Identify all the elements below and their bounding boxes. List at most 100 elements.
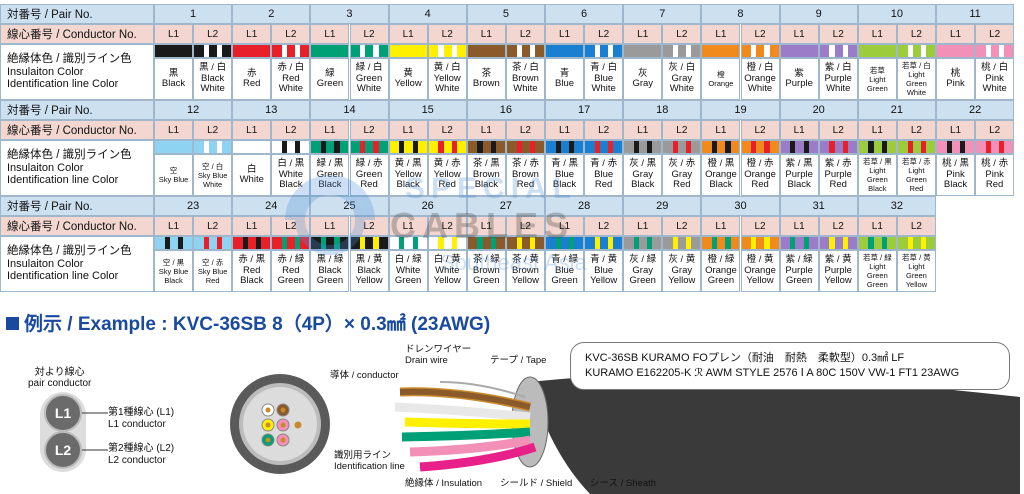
color-swatch xyxy=(857,236,897,250)
pair-number-cell: 13 xyxy=(232,100,311,120)
color-name-label: 赤 / 緑 Red Green xyxy=(271,250,311,292)
color-swatch xyxy=(349,140,389,154)
color-swatch xyxy=(271,140,311,154)
color-name-label: 灰 / 緑 Gray Green xyxy=(623,250,663,292)
pair-number-cell: 19 xyxy=(701,100,780,120)
color-name-label: 橙 Orange xyxy=(701,58,741,100)
l2-note-ja: 第2種線心 (L2) xyxy=(108,443,175,454)
color-name-label: 緑 / 白 Green White xyxy=(349,58,389,100)
conductor-l1-cell: L1 xyxy=(623,120,663,140)
color-swatch xyxy=(584,140,624,154)
color-name-label: 桃 / 赤 Pink Red xyxy=(975,154,1015,196)
idline-callout-en: Identification line xyxy=(334,461,405,472)
color-swatch xyxy=(896,236,936,250)
insulation-color-label-line3: Identification line Color xyxy=(7,270,119,283)
cable-side-view xyxy=(394,374,1020,494)
color-name-label: 赤 / 白 Red White xyxy=(271,58,311,100)
pair-number-cell: 31 xyxy=(779,196,858,216)
pair-no-label: 対番号 / Pair No. xyxy=(0,196,154,216)
conductor-l2-cell: L2 xyxy=(662,120,702,140)
color-name-label: 若草 Light Green xyxy=(857,58,897,100)
color-swatch xyxy=(466,140,506,154)
l1-note-ja: 第1種線心 (L1) xyxy=(108,407,175,418)
color-swatch xyxy=(310,44,350,58)
color-name-label: 紫 / 赤 Purple Red xyxy=(818,154,858,196)
conductor-l2-cell: L2 xyxy=(427,216,467,236)
color-name-label: 赤 / 黒 Red Black xyxy=(232,250,272,292)
pair-number-cell: 15 xyxy=(388,100,467,120)
color-name-label: 茶 Brown xyxy=(466,58,506,100)
color-name-label: 緑 Green xyxy=(310,58,350,100)
conductor-l2-cell: L2 xyxy=(896,24,936,44)
color-swatch xyxy=(740,44,780,58)
color-name-label: 灰 Gray xyxy=(623,58,663,100)
color-swatch xyxy=(701,140,741,154)
color-swatch xyxy=(857,140,897,154)
spec-line-1: KVC-36SB KURAMO FOプレン（耐油 耐熱 柔軟型）0.3㎟ LF xyxy=(585,352,905,364)
color-name-label: 橙 / 白 Orange White xyxy=(740,58,780,100)
conductor-l1-cell: L1 xyxy=(388,216,428,236)
conductor-l2-cell: L2 xyxy=(193,216,233,236)
color-swatch xyxy=(701,44,741,58)
conductor-l2-cell: L2 xyxy=(349,120,389,140)
color-swatch xyxy=(427,236,467,250)
conductor-l1-cell: L1 xyxy=(154,120,194,140)
conductor-l1-cell: L1 xyxy=(545,24,585,44)
color-swatch xyxy=(193,236,233,250)
color-name-label: 桃 Pink xyxy=(936,58,976,100)
pair-number-cell: 5 xyxy=(466,4,545,24)
insulation-color-label-line2: Insulaiton Color xyxy=(7,161,84,174)
conductor-l1-cell: L1 xyxy=(232,24,272,44)
conductor-l1-cell: L1 xyxy=(154,24,194,44)
conductor-l2-cell: L2 xyxy=(584,216,624,236)
pair-number-cell: 23 xyxy=(154,196,233,216)
insulation-color-label-line3: Identification line Color xyxy=(7,78,119,91)
color-name-label: 紫 / 白 Purple White xyxy=(818,58,858,100)
l2-circle-label: L2 xyxy=(54,442,72,458)
pair-number-cell: 7 xyxy=(623,4,702,24)
color-swatch xyxy=(349,236,389,250)
color-swatch xyxy=(701,236,741,250)
pair-number-cell: 18 xyxy=(623,100,702,120)
color-swatch xyxy=(310,236,350,250)
color-name-label: 空 Sky Blue xyxy=(154,154,194,196)
pair-number-cell: 8 xyxy=(701,4,780,24)
color-swatch xyxy=(896,44,936,58)
sheath-shape xyxy=(530,374,1020,494)
spec-line-2: KURAMO E162205-K ℛ AWM STYLE 2576 Ⅰ A 80… xyxy=(585,367,960,379)
pair-no-label: 対番号 / Pair No. xyxy=(0,100,154,120)
color-name-label: 黄 / 黒 Yellow Black xyxy=(388,154,428,196)
color-swatch xyxy=(779,140,819,154)
color-name-label: 白 / 緑 White Green xyxy=(388,250,428,292)
l1-note-en: L1 conductor xyxy=(108,419,166,430)
color-swatch xyxy=(154,44,194,58)
color-swatch xyxy=(154,236,194,250)
color-swatch xyxy=(193,44,233,58)
l2-circle: L2 xyxy=(44,431,82,469)
sheath-callout: シース / Sheath xyxy=(590,478,657,489)
color-name-label: 空 / 白 Sky Blue White xyxy=(193,154,233,196)
conductor-l2-cell: L2 xyxy=(505,24,545,44)
color-name-label: 灰 / 赤 Gray Red xyxy=(662,154,702,196)
conductor-l2-cell: L2 xyxy=(818,216,858,236)
color-swatch xyxy=(662,44,702,58)
idline-callout-ja: 識別用ライン xyxy=(334,450,392,461)
color-name-label: 青 Blue xyxy=(545,58,585,100)
pair-number-cell: 16 xyxy=(466,100,545,120)
l1-circle-label: L1 xyxy=(54,405,72,421)
color-name-label: 黒 Black xyxy=(154,58,194,100)
l1-circle: L1 xyxy=(44,394,82,432)
color-swatch xyxy=(466,44,506,58)
color-swatch xyxy=(936,44,976,58)
color-swatch xyxy=(975,44,1015,58)
pair-number-cell: 4 xyxy=(388,4,467,24)
color-name-label: 茶 / 黄 Brown Yellow xyxy=(505,250,545,292)
color-name-label: 黒 / 白 Black White xyxy=(193,58,233,100)
